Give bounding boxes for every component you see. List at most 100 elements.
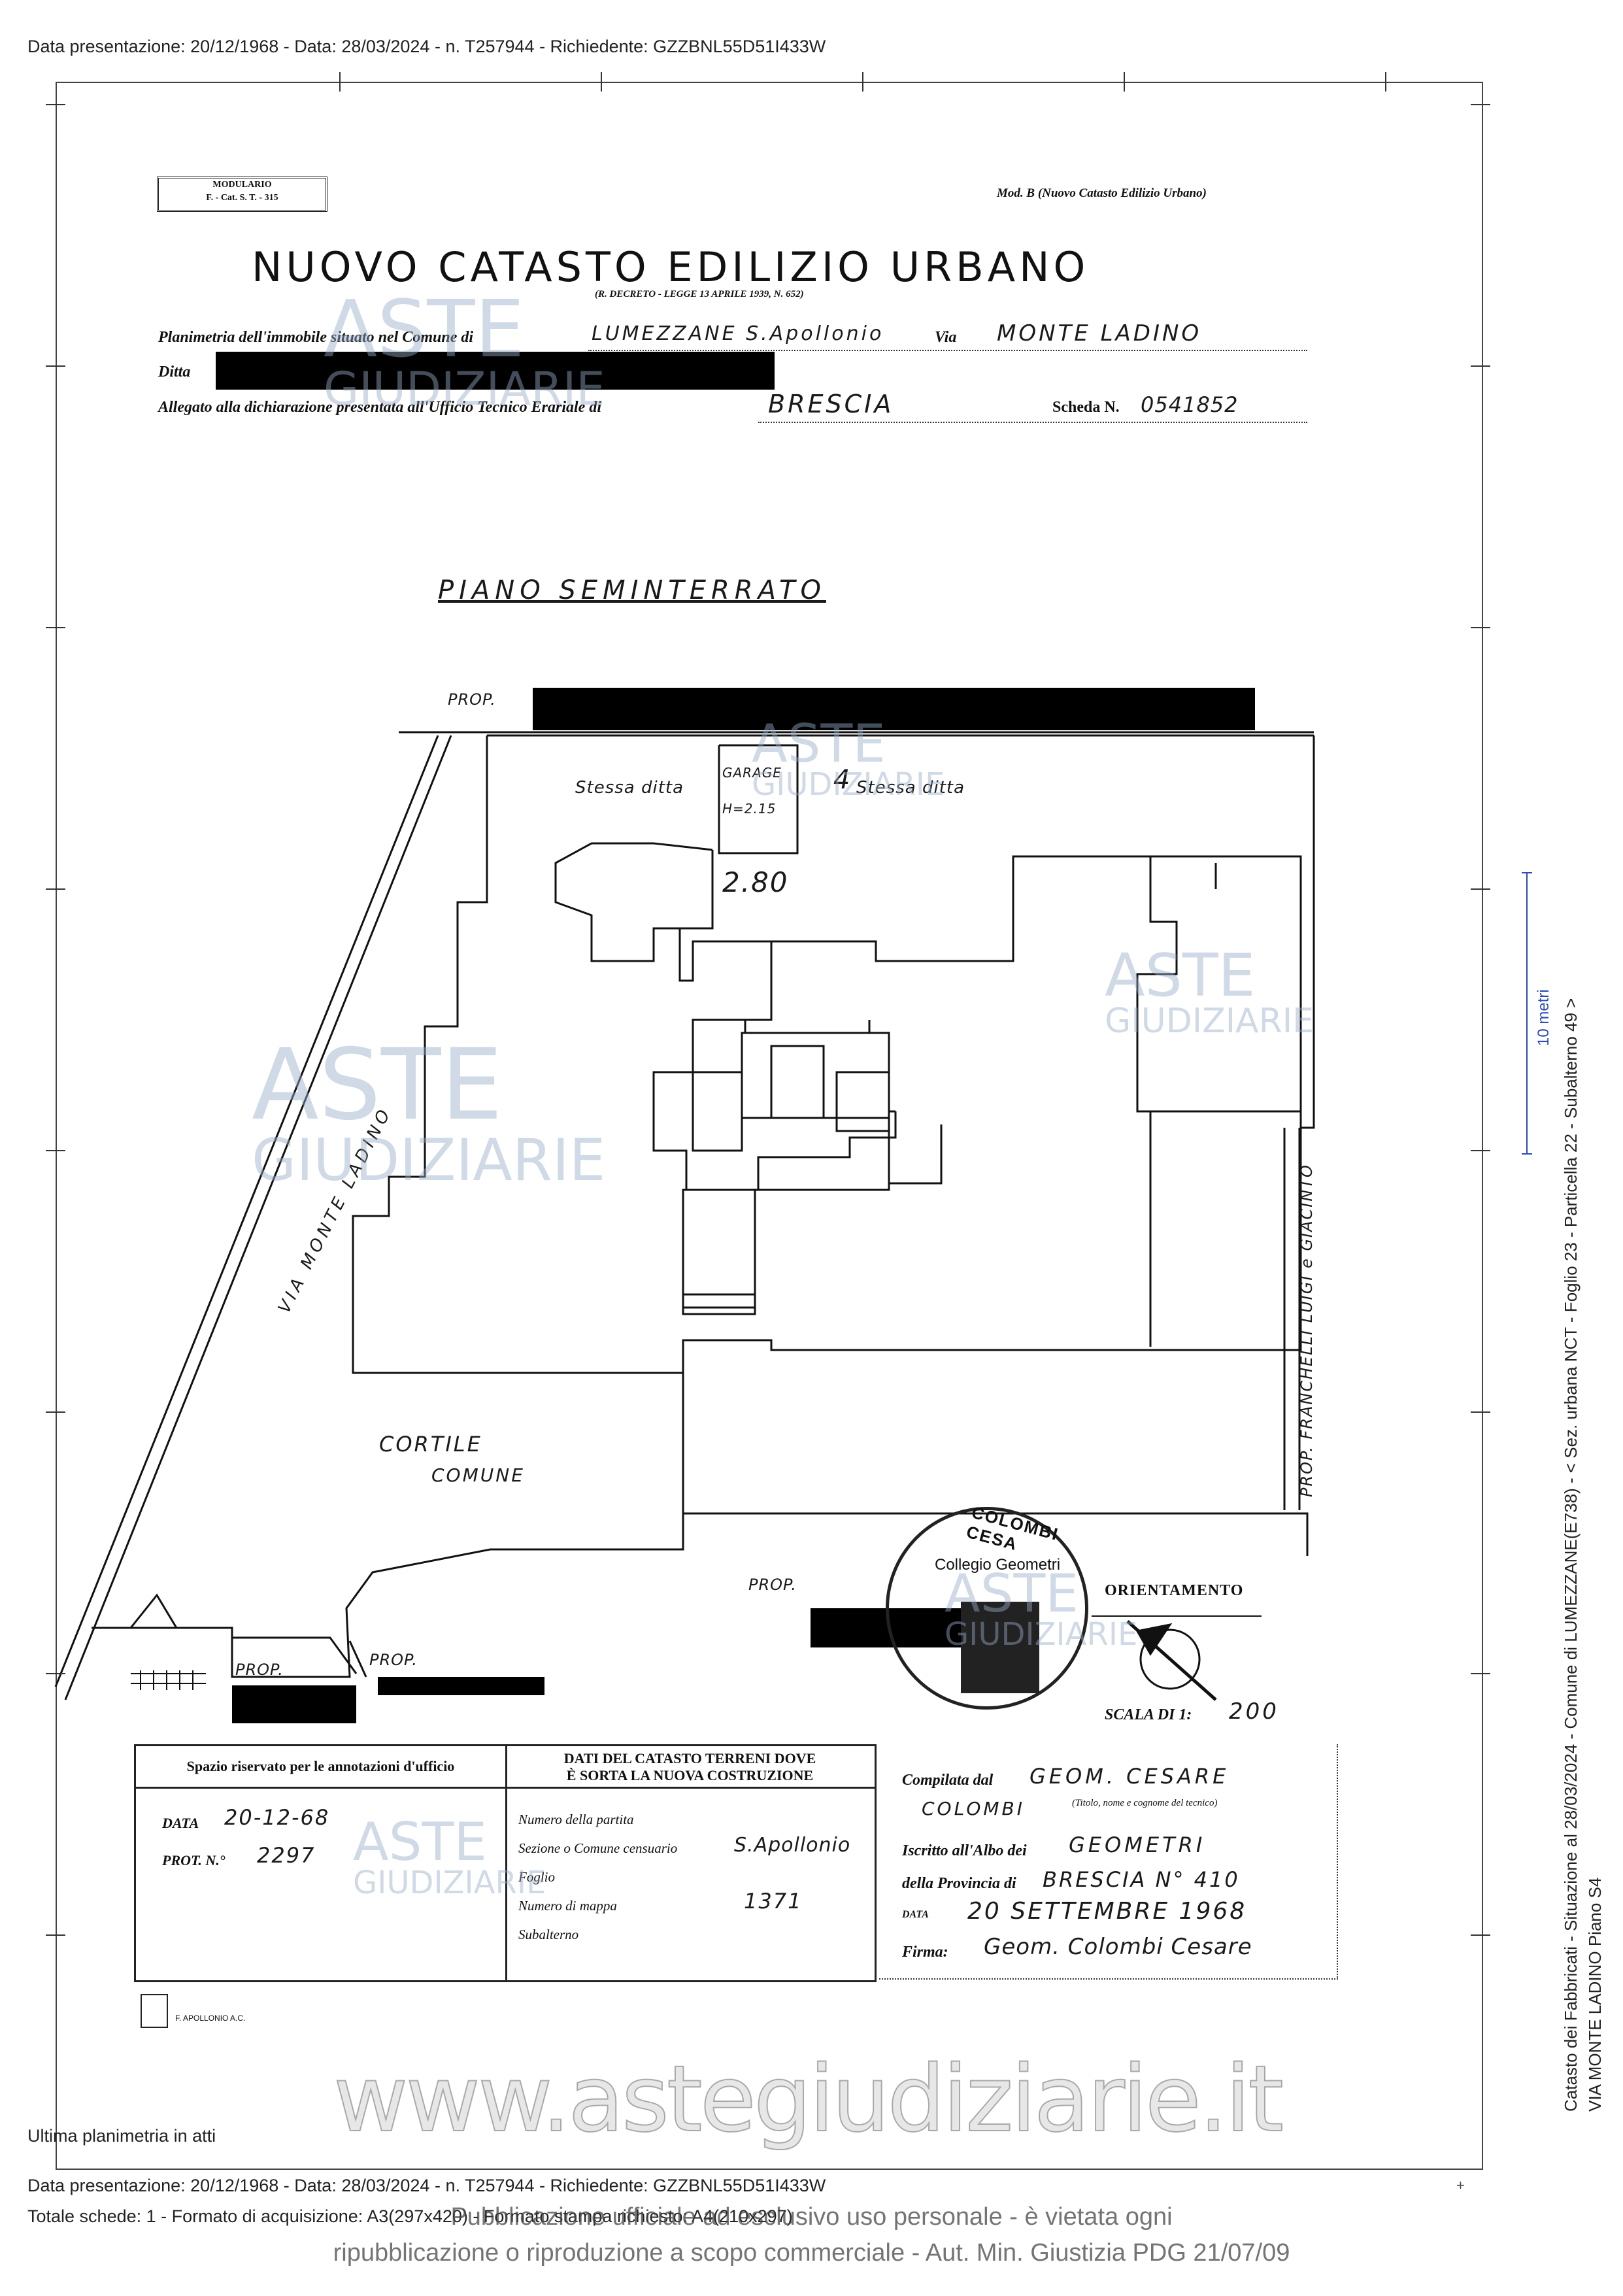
office-data-label: DATA bbox=[162, 1815, 199, 1831]
street-edge-2 bbox=[54, 735, 439, 1687]
ufficio-value: BRESCIA bbox=[768, 390, 894, 418]
redaction-ditta bbox=[216, 352, 775, 390]
garage-room bbox=[718, 744, 799, 854]
sub-number: 4 bbox=[833, 765, 853, 795]
terreni-title-2: È SORTA LA NUOVA COSTRUZIONE bbox=[566, 1767, 814, 1783]
compilata-value: GEOM. CESARE bbox=[1029, 1764, 1230, 1789]
comune-label: COMUNE bbox=[431, 1464, 525, 1486]
wm-aste: ASTE bbox=[752, 713, 886, 774]
compiler-section: Compilata dal GEOM. CESARE COLOMBI (Tito… bbox=[879, 1744, 1338, 1980]
watermark: ASTE GIUDIZIARIE bbox=[324, 284, 605, 416]
modulario-box: MODULARIO F. - Cat. S. T. - 315 bbox=[157, 177, 327, 212]
office-data-value: 20-12-68 bbox=[224, 1805, 330, 1830]
printer-mark: F. APOLLONIO A.C. bbox=[175, 2014, 246, 2023]
cortile-label: CORTILE bbox=[379, 1432, 482, 1457]
terreni-row-label: Subalterno bbox=[518, 1927, 579, 1942]
website-watermark: www.astegiudiziarie.it bbox=[333, 2046, 1284, 2153]
last-plan-note: Ultima planimetria in atti bbox=[27, 2126, 216, 2146]
orientation-label: ORIENTAMENTO bbox=[1105, 1582, 1244, 1599]
prop-top-label: PROP. bbox=[448, 690, 496, 709]
street-edge-1 bbox=[64, 735, 452, 1700]
cortile-boundary bbox=[92, 1373, 684, 1678]
compilata-label: Compilata dal bbox=[902, 1772, 994, 1789]
corner-mark: + bbox=[1456, 2177, 1465, 2193]
terreni-row-label: Foglio bbox=[518, 1869, 555, 1885]
dimension-label: 2.80 bbox=[722, 866, 789, 898]
mod-b-label: Mod. B (Nuovo Catasto Edilizio Urbano) bbox=[997, 186, 1207, 200]
prop-left-label: PROP. bbox=[235, 1661, 284, 1679]
allegato-label: Allegato alla dichiarazione presentata a… bbox=[158, 399, 601, 416]
prop-side-label: PROP. FRANCHELLI LUIGI e GIACINTO bbox=[1297, 1164, 1316, 1497]
terreni-row-label: Sezione o Comune censuario bbox=[518, 1840, 678, 1856]
office-prot-value: 2297 bbox=[257, 1843, 316, 1868]
watermark: ASTE GIUDIZIARIE bbox=[353, 1812, 546, 1901]
terreni-rows: Numero della partita Sezione o Comune ce… bbox=[518, 1812, 858, 1955]
compiler-data-value: 20 SETTEMBRE 1968 bbox=[967, 1898, 1247, 1925]
watermark: ASTE GIUDIZIARIE bbox=[945, 1563, 1138, 1653]
north-arrow-circle bbox=[1139, 1629, 1201, 1690]
bottom-form-box: Spazio riservato per le annotazioni d'uf… bbox=[134, 1744, 877, 1982]
terreni-row: Sezione o Comune censuario S.Apollonio bbox=[518, 1834, 858, 1869]
wm-giudiziarie: GIUDIZIARIE bbox=[353, 1865, 546, 1901]
compiler-data-label: DATA bbox=[902, 1909, 929, 1920]
sheet-border bbox=[56, 82, 1483, 2170]
scale-bar-label: 10 metri bbox=[1535, 989, 1552, 1046]
redaction-top bbox=[533, 688, 1255, 730]
watermark: ASTE GIUDIZIARIE bbox=[252, 1028, 606, 1194]
terreni-row: Foglio bbox=[518, 1869, 858, 1898]
side-text-1: Catasto dei Fabbricati - Situazione al 2… bbox=[1561, 998, 1581, 2112]
provincia-value: BRESCIA N° 410 bbox=[1043, 1867, 1240, 1892]
garage-label: GARAGE bbox=[722, 765, 782, 781]
planimetria-label: Planimetria dell'immobile situato nel Co… bbox=[158, 329, 474, 346]
publication-note-1: Pubblicazione ufficiale ad esclusivo uso… bbox=[450, 2203, 1173, 2231]
scheda-label: Scheda N. bbox=[1052, 399, 1120, 416]
side-text-2: VIA MONTE LADINO Piano S4 bbox=[1585, 1877, 1605, 2112]
watermark: ASTE GIUDIZIARIE bbox=[752, 713, 945, 803]
terreni-row-value: S.Apollonio bbox=[734, 1834, 851, 1857]
floor-title: PIANO SEMINTERRATO bbox=[438, 575, 826, 605]
prop-right-label: PROP. bbox=[369, 1651, 418, 1669]
terreni-row-label: Numero di mappa bbox=[518, 1898, 617, 1914]
via-label: Via bbox=[935, 329, 957, 346]
wm-aste: ASTE bbox=[1105, 941, 1256, 1010]
wm-giudiziarie: GIUDIZIARIE bbox=[752, 766, 945, 803]
firma-label: Firma: bbox=[902, 1944, 948, 1961]
scale-label: SCALA DI 1: bbox=[1105, 1706, 1192, 1723]
dotted-line-2 bbox=[758, 422, 1307, 423]
terreni-row: Numero della partita bbox=[518, 1812, 858, 1840]
firma-value: Geom. Colombi Cesare bbox=[984, 1934, 1252, 1960]
prop-mid-label: PROP. bbox=[748, 1576, 797, 1594]
terreni-title-1: DATI DEL CATASTO TERRENI DOVE bbox=[563, 1750, 816, 1766]
wm-aste: ASTE bbox=[945, 1563, 1079, 1624]
modulario-line1: MODULARIO bbox=[212, 180, 272, 190]
footer-line-2: Totale schede: 1 - Formato di acquisizio… bbox=[27, 2206, 793, 2226]
wm-giudiziarie: GIUDIZIARIE bbox=[324, 362, 605, 416]
wm-aste: ASTE bbox=[324, 284, 525, 375]
terreni-row: Subalterno bbox=[518, 1927, 858, 1955]
watermark: ASTE GIUDIZIARIE bbox=[1105, 941, 1314, 1041]
geometra-stamp: COLOMBI CESA Collegio Geometri bbox=[886, 1502, 1088, 1710]
publication-note-2: ripubblicazione o riproduzione a scopo c… bbox=[333, 2239, 1290, 2267]
decree-note: (R. DECRETO - LEGGE 13 APRILE 1939, N. 6… bbox=[595, 289, 804, 299]
footer-line-1: Data presentazione: 20/12/1968 - Data: 2… bbox=[27, 2176, 826, 2195]
wm-aste: ASTE bbox=[353, 1812, 487, 1872]
provincia-label: della Provincia di bbox=[902, 1875, 1016, 1892]
dotted-line-1 bbox=[588, 350, 1307, 351]
wm-giudiziarie: GIUDIZIARIE bbox=[252, 1126, 606, 1194]
height-label: H=2.15 bbox=[722, 801, 777, 817]
compilata-hint: (Titolo, nome e cognome del tecnico) bbox=[1072, 1798, 1218, 1808]
stessa-ditta-label-2: Stessa ditta bbox=[856, 778, 965, 798]
terreni-row: Numero di mappa 1371 bbox=[518, 1889, 858, 1927]
header-info: Data presentazione: 20/12/1968 - Data: 2… bbox=[27, 37, 826, 56]
comune-value: LUMEZZANE S.Apollonio bbox=[592, 322, 884, 345]
terreni-row-value: 1371 bbox=[744, 1889, 803, 1914]
scheda-value: 0541852 bbox=[1141, 392, 1239, 417]
redaction-right bbox=[378, 1677, 544, 1695]
office-prot-label: PROT. N.° bbox=[162, 1852, 226, 1868]
form-title: NUOVO CATASTO EDILIZIO URBANO bbox=[252, 243, 1090, 291]
office-box-title: Spazio riservato per le annotazioni d'uf… bbox=[186, 1758, 455, 1774]
wm-giudiziarie: GIUDIZIARIE bbox=[945, 1616, 1138, 1653]
compilata-value-2: COLOMBI bbox=[922, 1798, 1025, 1819]
wm-giudiziarie: GIUDIZIARIE bbox=[1105, 1002, 1314, 1041]
wm-aste: ASTE bbox=[252, 1028, 503, 1142]
